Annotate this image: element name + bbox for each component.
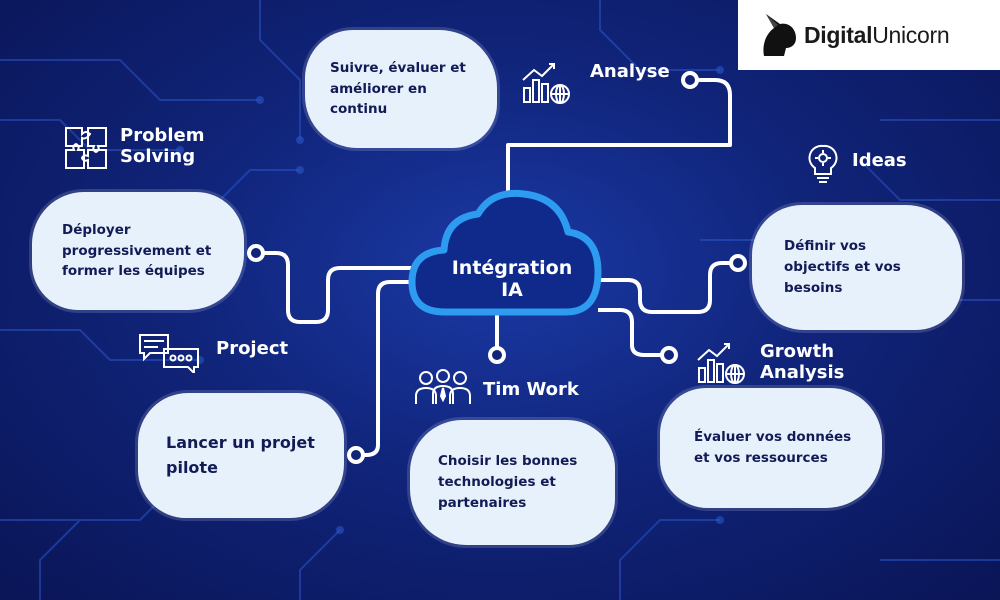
problem-solving-text-line: former les équipes: [62, 263, 205, 280]
growth-analysis-text-line: et vos ressources: [694, 450, 828, 466]
problem-solving-label-line2: Solving: [120, 145, 196, 167]
growth-analysis-label-line2: Analysis: [760, 361, 845, 383]
project-label: Project: [216, 338, 289, 359]
analyse-bubble: Suivre, évaluer et améliorer en continu: [305, 30, 497, 148]
tim-work-label: Tim Work: [483, 379, 579, 400]
growth-analysis-text-line: Évaluer vos données: [694, 429, 852, 446]
unicorn-head-icon: [763, 14, 796, 56]
problem-solving-text-line: progressivement et: [62, 242, 212, 259]
bar-chart-globe-icon: [697, 343, 745, 384]
brand-name: DigitalUnicorn: [804, 21, 950, 49]
tim-work-text-line: technologies et: [438, 474, 556, 491]
ideas-bubble: Définir vos objectifs et vos besoins: [752, 205, 962, 330]
analyse-label: Analyse: [590, 61, 670, 82]
problem-solving-label-line1: Problem: [120, 125, 205, 146]
growth-analysis-bubble: Évaluer vos données et vos ressources: [660, 388, 882, 508]
growth-analysis-label: Growth Analysis: [760, 341, 845, 383]
center-title: Intégration IA: [432, 257, 592, 302]
problem-solving-label: Problem Solving: [120, 125, 205, 167]
brand-name-bold: Digital: [804, 21, 873, 48]
brand-name-rest: Unicorn: [872, 21, 950, 48]
puzzle-icon: [65, 127, 107, 169]
ideas-text-line: besoins: [784, 279, 843, 296]
tim-work-text-line: Choisir les bonnes: [438, 453, 578, 470]
tim-work-bubble: Choisir les bonnes technologies et parte…: [410, 420, 615, 545]
project-text-line: Lancer un projet: [166, 432, 315, 452]
problem-solving-text-line: Déployer: [62, 221, 131, 238]
center-title-line1: Intégration: [451, 257, 573, 279]
bar-chart-globe-icon: [522, 63, 570, 104]
ideas-label: Ideas: [852, 150, 907, 171]
growth-analysis-label-line1: Growth: [760, 341, 835, 362]
project-bubble: Lancer un projet pilote: [138, 393, 344, 518]
tim-work-text-line: partenaires: [438, 494, 527, 511]
center-title-line2: IA: [501, 278, 523, 301]
analyse-text-line: améliorer en: [330, 80, 427, 97]
analyse-text-line: continu: [330, 101, 388, 118]
problem-solving-bubble: Déployer progressivement et former les é…: [32, 192, 244, 310]
ideas-text-line: Définir vos: [784, 238, 867, 255]
team-icon: [415, 369, 471, 404]
project-text-line: pilote: [166, 457, 218, 477]
chat-bubbles-icon: [139, 334, 199, 373]
analyse-text-line: Suivre, évaluer et: [330, 59, 466, 76]
ideas-text-line: objectifs et vos: [784, 259, 901, 276]
brand-logo: DigitalUnicorn: [738, 0, 1000, 70]
lightbulb-gear-icon: [808, 144, 838, 183]
